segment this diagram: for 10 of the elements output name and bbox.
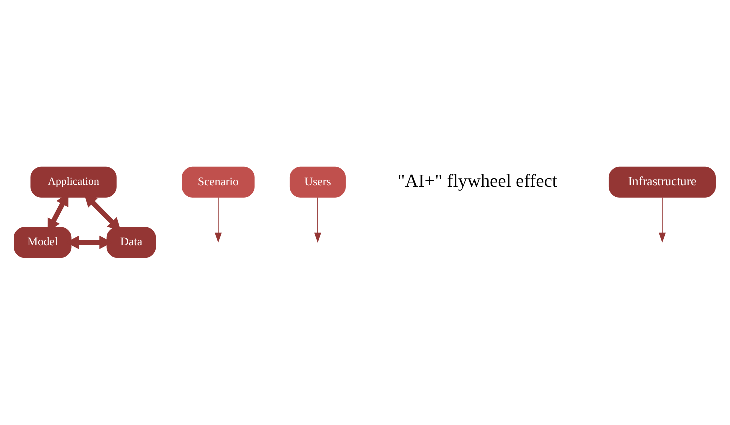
- node-box: Application: [30, 166, 117, 198]
- node-box: Model: [14, 227, 72, 258]
- node-box: Users: [290, 166, 346, 198]
- arrow: [314, 197, 322, 243]
- node-box: Infrastructure: [608, 166, 716, 198]
- arrow: [658, 197, 666, 243]
- node-box: Scenario: [182, 166, 255, 198]
- node-text: "AI+" flywheel effect: [398, 171, 558, 192]
- arrow: [214, 197, 222, 243]
- node-box: Data: [106, 227, 156, 258]
